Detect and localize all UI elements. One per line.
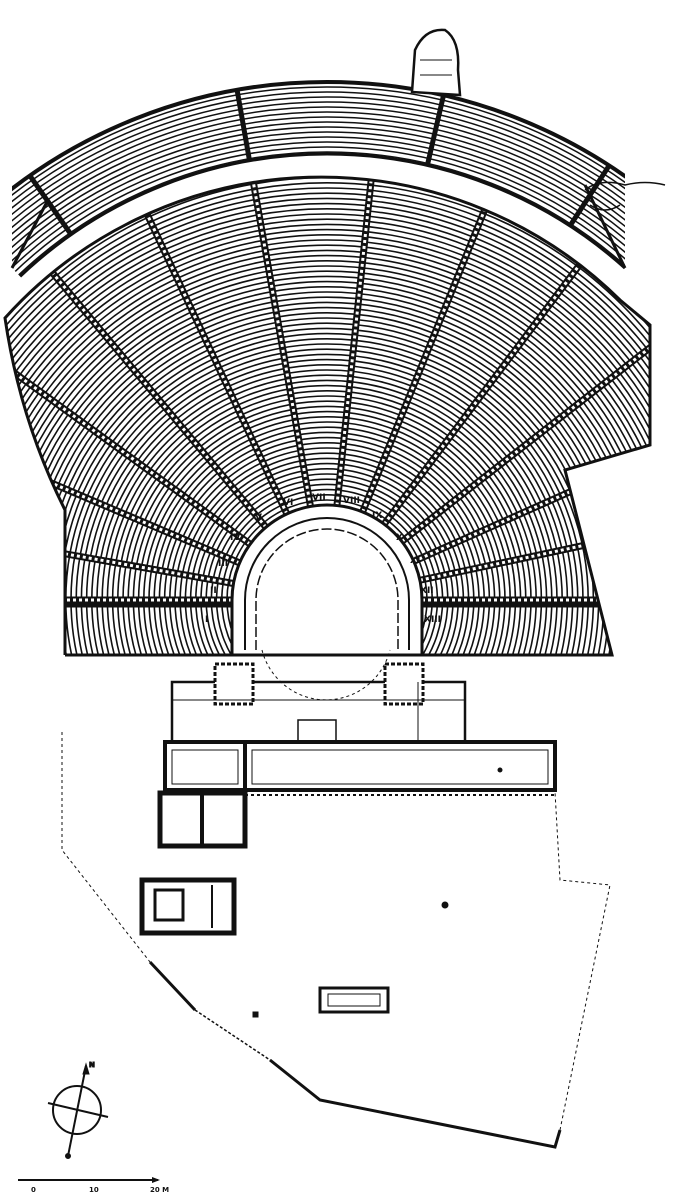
orchestra bbox=[230, 503, 424, 701]
stairway-steps bbox=[29, 177, 289, 515]
stairway-steps bbox=[382, 177, 650, 526]
seat-row bbox=[5, 187, 650, 655]
kerkis-numeral: XIII bbox=[424, 615, 441, 625]
upper-seat-row bbox=[12, 101, 625, 600]
diazoma-edge bbox=[12, 152, 625, 600]
seat-row bbox=[5, 275, 650, 655]
kerkis-numeral: XII bbox=[420, 586, 434, 596]
seat-row bbox=[5, 239, 650, 655]
scale-label-0: 0 bbox=[31, 1186, 36, 1194]
upper-seat-row bbox=[12, 151, 625, 600]
site-boundary bbox=[61, 732, 611, 1149]
kerkis-numeral: II bbox=[210, 586, 217, 596]
stairway-steps bbox=[5, 177, 268, 529]
stairway bbox=[27, 177, 291, 516]
seat-row bbox=[5, 207, 650, 655]
kerkis-numeral: I bbox=[205, 615, 208, 625]
seat-row bbox=[5, 244, 650, 655]
lower-cavea bbox=[5, 177, 650, 655]
seat-row bbox=[5, 218, 650, 655]
upper-seat-row bbox=[12, 126, 625, 600]
upper-seat-row bbox=[12, 146, 625, 600]
seat-row bbox=[5, 233, 650, 655]
north-arrow-icon: N bbox=[47, 1061, 109, 1159]
upper-seat-row bbox=[12, 91, 625, 600]
kerkis-numeral: IV bbox=[230, 533, 240, 543]
kerkis-numeral: X bbox=[396, 533, 403, 543]
kerkis-numeral: III bbox=[218, 559, 228, 569]
upper-seat-row bbox=[12, 111, 625, 600]
kerkis-numeral: IX bbox=[372, 511, 382, 521]
upper-outer-wall bbox=[12, 80, 625, 600]
upper-cavea bbox=[12, 80, 625, 600]
lower-cavea-outline bbox=[3, 175, 652, 657]
seat-row bbox=[5, 202, 650, 655]
seat-row bbox=[5, 192, 650, 655]
kerkis-numeral: V bbox=[255, 513, 262, 523]
skene bbox=[139, 662, 557, 1018]
seat-row bbox=[5, 223, 650, 655]
seat-row bbox=[5, 213, 650, 655]
upper-seat-row bbox=[12, 116, 625, 600]
seat-row bbox=[5, 270, 650, 655]
kerkis-numeral: VI bbox=[283, 498, 293, 508]
seat-row bbox=[5, 197, 650, 655]
scale-label-20: 20 M bbox=[150, 1186, 169, 1194]
stairway bbox=[412, 312, 650, 565]
stairway-steps bbox=[335, 177, 402, 506]
seat-row bbox=[5, 254, 650, 655]
upper-seat-row bbox=[12, 141, 625, 600]
kerkis-numeral: VII bbox=[312, 493, 326, 503]
seat-row bbox=[5, 228, 650, 655]
rock-monument bbox=[410, 28, 666, 211]
upper-seat-row bbox=[12, 86, 625, 600]
upper-stairway bbox=[234, 89, 253, 162]
seat-row bbox=[5, 181, 650, 655]
stairway bbox=[5, 323, 241, 567]
stairway bbox=[5, 474, 235, 587]
kerkis-numeral: XI bbox=[410, 556, 420, 566]
upper-seat-row bbox=[12, 106, 625, 600]
upper-stairway bbox=[424, 94, 446, 166]
stairway bbox=[419, 451, 650, 584]
upper-seat-row bbox=[12, 131, 625, 600]
seat-row bbox=[5, 249, 650, 655]
scale-bar: 0 10 20 M bbox=[18, 1177, 169, 1194]
north-label: N bbox=[89, 1061, 95, 1069]
seat-row bbox=[5, 259, 650, 655]
stairway-steps bbox=[203, 177, 312, 507]
scale-label-10: 10 bbox=[89, 1186, 99, 1194]
upper-seat-row bbox=[12, 136, 625, 600]
stairway-steps bbox=[361, 177, 591, 513]
seat-row bbox=[5, 265, 650, 655]
stairway-steps bbox=[400, 177, 650, 543]
upper-cavea-end bbox=[10, 184, 627, 269]
upper-stairway bbox=[27, 174, 74, 237]
upper-seat-row bbox=[12, 121, 625, 600]
kerkis-numeral: VIII bbox=[343, 496, 360, 506]
upper-seat-row bbox=[12, 96, 625, 600]
